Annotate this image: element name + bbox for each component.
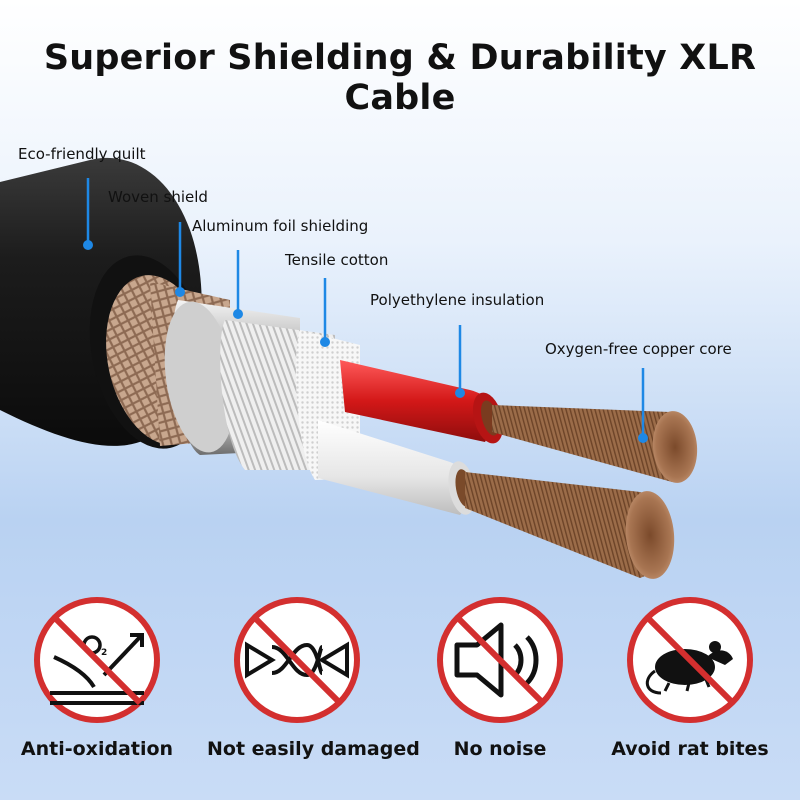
layer-label-woven-shield: Woven shield	[108, 188, 208, 206]
pointer-tensile-cotton-dot	[320, 337, 330, 347]
pointer-polyethylene-insulation-dot	[455, 388, 465, 398]
page-title: Superior Shielding & Durability XLR Cabl…	[43, 38, 757, 118]
feature-label-anti-oxidation: Anti-oxidation	[20, 738, 174, 760]
layer-pointer-lines	[83, 178, 648, 443]
twisted-cable-icon	[234, 597, 360, 723]
layer-label-polyethylene-insulation: Polyethylene insulation	[370, 291, 545, 309]
feature-label-not-easily-damaged: Not easily damaged	[207, 738, 420, 760]
layer-label-tensile-cotton: Tensile cotton	[285, 251, 389, 269]
feature-anti-oxidation: 2 Anti-oxidation	[7, 595, 187, 760]
copper-core-lower	[465, 472, 675, 579]
feature-label-avoid-rat-bites: Avoid rat bites	[611, 738, 769, 760]
feature-avoid-rat-bites: Avoid rat bites	[600, 595, 780, 760]
feature-no-noise: No noise	[410, 595, 590, 760]
cable-cross-section-illustration	[0, 157, 698, 579]
layer-label-eco-friendly-quilt: Eco-friendly quilt	[18, 145, 146, 163]
feature-label-no-noise: No noise	[453, 738, 547, 760]
speaker-icon	[437, 597, 563, 723]
pointer-woven-shield-dot	[175, 287, 185, 297]
layer-label-aluminum-foil-shielding: Aluminum foil shielding	[192, 217, 369, 235]
copper-core-upper	[492, 405, 698, 483]
layer-label-oxygen-free-copper-core: Oxygen-free copper core	[545, 340, 732, 358]
pointer-aluminum-foil-shielding-dot	[233, 309, 243, 319]
svg-text:2: 2	[101, 648, 107, 658]
red-insulated-wire	[340, 360, 504, 444]
anti-oxidation-icon: 2	[34, 597, 160, 723]
pointer-oxygen-free-copper-core-dot	[638, 433, 648, 443]
feature-not-easily-damaged: Not easily damaged	[207, 595, 420, 760]
pointer-eco-friendly-quilt-dot	[83, 240, 93, 250]
rat-icon	[627, 597, 753, 723]
